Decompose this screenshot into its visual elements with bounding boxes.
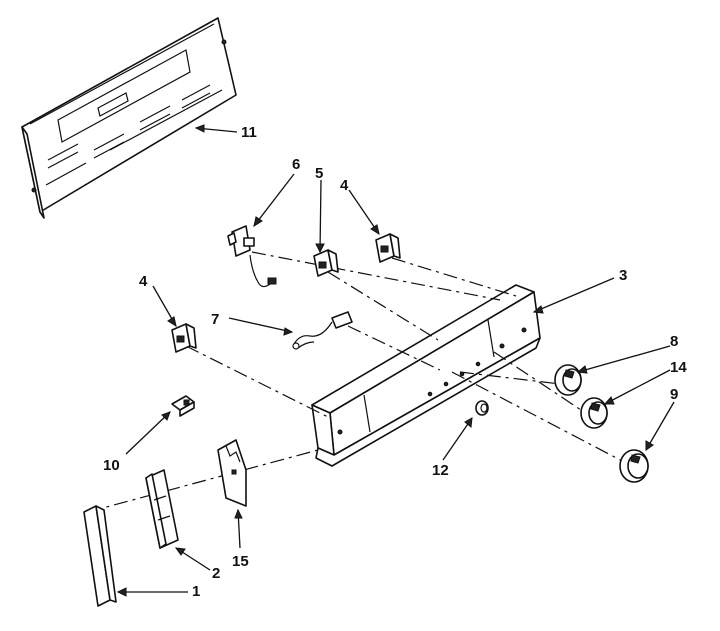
part-10-clip bbox=[171, 395, 195, 417]
callout-15: 15 bbox=[232, 553, 249, 570]
part-15-bracket bbox=[217, 439, 247, 507]
leader-lines bbox=[116, 124, 675, 597]
part-5-switch bbox=[313, 249, 339, 277]
callout-3: 3 bbox=[619, 267, 627, 284]
part-3-control-panel bbox=[311, 284, 541, 467]
callout-11: 11 bbox=[241, 124, 257, 141]
callout-1: 1 bbox=[192, 583, 200, 600]
callout-10: 10 bbox=[103, 457, 120, 474]
assembly-lines bbox=[87, 251, 629, 513]
part-8-knob bbox=[554, 364, 582, 396]
part-4-switch-left bbox=[171, 323, 197, 353]
callout-14: 14 bbox=[670, 359, 687, 376]
callout-8: 8 bbox=[670, 333, 678, 350]
callout-12: 12 bbox=[432, 462, 449, 479]
part-7-wire-harness bbox=[292, 311, 353, 350]
part-12-insert bbox=[475, 400, 489, 416]
part-4-switch-upper bbox=[375, 233, 401, 263]
callout-6: 6 bbox=[292, 156, 300, 173]
callout-5: 5 bbox=[315, 165, 323, 182]
callout-4-upper: 4 bbox=[340, 177, 349, 194]
callout-9: 9 bbox=[670, 386, 678, 403]
part-2-end-cap bbox=[145, 469, 179, 549]
part-11-back-panel bbox=[21, 17, 237, 219]
part-1-end-trim bbox=[83, 505, 117, 607]
part-9-knob bbox=[619, 449, 649, 483]
callout-labels: 11 6 5 4 3 4 7 8 14 9 10 12 15 2 1 bbox=[103, 124, 687, 600]
callout-2: 2 bbox=[212, 565, 220, 582]
callout-7: 7 bbox=[211, 311, 219, 328]
callout-4-left: 4 bbox=[139, 273, 148, 290]
part-14-knob bbox=[580, 397, 608, 429]
part-6-switch bbox=[227, 225, 277, 288]
